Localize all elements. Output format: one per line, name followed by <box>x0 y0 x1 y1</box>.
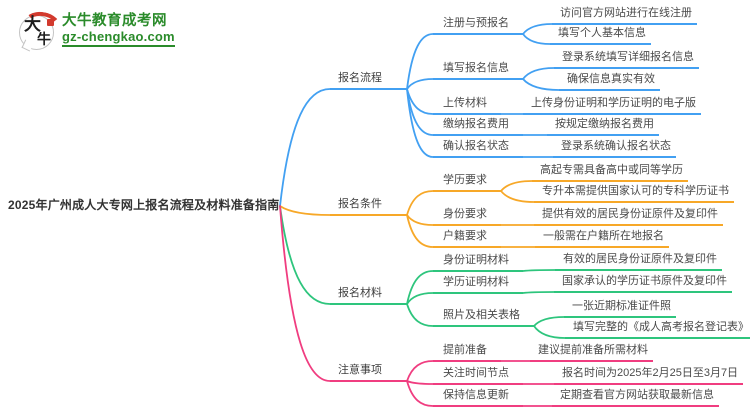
leaf-node: 专升本需提供国家认可的专科学历证书 <box>534 184 734 203</box>
sub-node: 照片及相关表格 <box>433 308 534 327</box>
connector-line <box>406 214 434 226</box>
connector-line <box>522 78 560 91</box>
logo-bubble-icon: 大 牛 <box>19 9 63 52</box>
connector-line <box>533 325 566 339</box>
connector-line <box>406 360 434 382</box>
site-logo: 大 牛 大牛教育成考网 gz-chengkao.com <box>19 9 175 52</box>
connector-line <box>279 88 331 207</box>
logo-char-2: 牛 <box>37 32 51 48</box>
connector-line <box>500 180 533 192</box>
connector-line <box>406 303 434 327</box>
connector-line <box>406 190 434 216</box>
mindmap-root-topic: 2025年广州成人大专网上报名流程及材料准备指南 <box>8 198 280 212</box>
leaf-node: 登录系统确认报名状态 <box>553 139 676 158</box>
connector-line <box>522 269 556 272</box>
leaf-node: 填写完整的《成人高考报名登记表》 <box>565 320 750 339</box>
sub-node: 学历证明材料 <box>433 275 523 294</box>
leaf-node: 按规定缴纳报名费用 <box>547 117 659 136</box>
sub-node: 保持信息更新 <box>433 388 523 407</box>
connector-line <box>406 380 434 407</box>
sub-node: 学历要求 <box>433 173 501 192</box>
connector-line <box>406 214 434 248</box>
leaf-node: 有效的居民身份证原件及复印件 <box>555 252 722 271</box>
site-url: gz-chengkao.com <box>62 29 175 47</box>
sub-node: 户籍要求 <box>433 229 501 248</box>
leaf-node: 填写个人基本信息 <box>550 26 651 45</box>
sub-node: 注册与预报名 <box>433 16 523 35</box>
connector-line <box>533 316 565 327</box>
connector-line <box>279 205 331 382</box>
logo-char-1: 大 <box>24 15 41 35</box>
leaf-node: 报名时间为2025年2月25日至3月7日 <box>554 366 744 385</box>
connector-line <box>279 205 331 216</box>
connector-line <box>406 380 434 385</box>
branch-node: 报名材料 <box>330 286 407 305</box>
leaf-node: 访问官方网站进行在线注册 <box>552 6 697 25</box>
sub-node: 缴纳报名费用 <box>433 117 523 136</box>
leaf-node: 定期查看官方网站获取最新信息 <box>552 388 719 407</box>
connector-line <box>406 78 434 90</box>
logo-red-seal-icon <box>47 19 54 26</box>
logo-text-block: 大牛教育成考网 gz-chengkao.com <box>62 13 175 47</box>
sub-node: 确认报名状态 <box>433 139 523 158</box>
connector-line <box>406 33 434 90</box>
connector-line <box>279 205 331 305</box>
connector-line <box>406 270 434 305</box>
sub-node: 身份要求 <box>433 207 501 226</box>
sub-node: 提前准备 <box>433 343 501 362</box>
leaf-node: 提供有效的居民身份证原件及复印件 <box>534 207 723 226</box>
sub-node: 上传材料 <box>433 96 501 115</box>
branch-node: 注意事项 <box>330 363 407 382</box>
connector-line <box>522 33 551 45</box>
leaf-node: 一张近期标准证件照 <box>564 299 676 318</box>
sub-node: 身份证明材料 <box>433 253 523 272</box>
sub-node: 填写报名信息 <box>433 61 523 80</box>
leaf-node: 确保信息真实有效 <box>559 72 660 91</box>
branch-node: 报名条件 <box>330 197 407 216</box>
connector-line <box>406 88 434 136</box>
leaf-node: 建议提前准备所需材料 <box>530 343 653 362</box>
leaf-node: 登录系统填写详细报名信息 <box>554 50 699 69</box>
connector-line <box>522 67 555 80</box>
leaf-node: 上传身份证明和学历证明的电子版 <box>523 96 701 115</box>
connector-line <box>406 88 434 115</box>
leaf-node: 高起专需具备高中或同等学历 <box>532 163 688 182</box>
sub-node: 关注时间节点 <box>433 366 523 385</box>
connector-line <box>500 190 535 203</box>
site-name: 大牛教育成考网 <box>62 13 167 29</box>
branch-node: 报名流程 <box>330 71 407 90</box>
connector-line <box>522 23 553 35</box>
connector-line <box>522 291 555 294</box>
connector-line <box>406 88 434 158</box>
leaf-node: 一般需在户籍所在地报名 <box>535 229 669 248</box>
leaf-node: 国家承认的学历证书原件及复印件 <box>554 274 732 293</box>
connector-line <box>406 292 434 305</box>
